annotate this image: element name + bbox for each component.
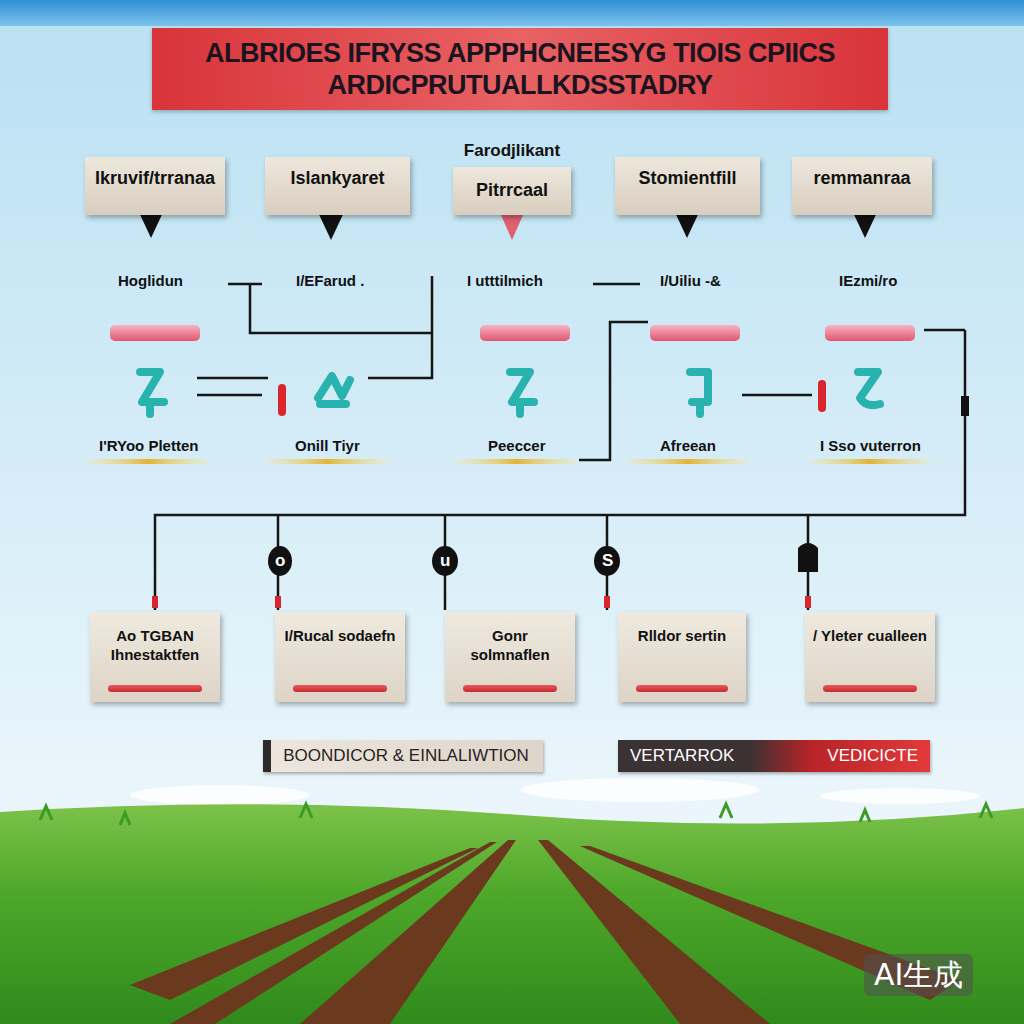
node-text: Ikruvif/trranaa [91,167,219,189]
top-strip [0,0,1024,26]
row-label: IEzmi/ro [839,272,897,290]
process-box: / Yleter cualleen [805,612,935,702]
red-capsules [278,380,826,416]
icon-label: I'RYoo Pletten [99,437,198,455]
process-box: Rlldor sertin [618,612,746,702]
node-text: Farodjlikant [464,141,560,161]
node-text: remmanraa [798,167,926,189]
teal-icons [140,372,880,414]
marker-letter: o [275,552,285,570]
marker-letter: u [440,552,450,570]
process-box: I/Rucal sodaefn [275,612,405,702]
row-label: I utttilmich [467,272,543,290]
note-box: FarodjlikantPitrrcaal [453,167,571,215]
node-text: Rlldor sertin [626,626,738,645]
node-text: Islankyaret [271,167,404,189]
node-text: VERTARROK [630,746,734,766]
footer-band: BOONDICOR & EINLALIWTION [263,740,543,772]
icon-label: Onill Tiyr [295,437,360,455]
grass-field [0,804,1024,1024]
note-box: remmanraa [792,157,932,215]
node-text: Ao TGBAN Ihnestaktfen [98,626,212,664]
node-text: Gonr solmnaflen [453,626,567,664]
icon-label: Afreean [660,437,716,455]
clouds [130,778,980,805]
row-label: I/EFarud . [296,272,364,290]
furrows [130,840,960,1024]
marker-letter: S [602,552,613,570]
row-label: I/Uiliu -& [660,272,721,290]
node-text: VEDICICTE [827,746,918,766]
wires [155,276,965,610]
gold-underlines [88,459,930,464]
red-ticks [152,596,811,608]
pink-tags [110,325,915,341]
note-box: Islankyaret [265,157,410,215]
node-text: / Yleter cualleen [813,626,927,645]
node-text: Pitrrcaal [459,179,565,201]
process-box: Ao TGBAN Ihnestaktfen [90,612,220,702]
icon-label: Peeccer [488,437,546,455]
footer-band: VERTARROK VEDICICTE [618,740,930,772]
node-text: BOONDICOR & EINLALIWTION [279,746,533,766]
grass-tufts [40,804,992,825]
bus-markers [268,396,969,576]
note-box: Ikruvif/trranaa [85,157,225,215]
row-label: Hoglidun [118,272,183,290]
icon-label: I Sso vuterron [820,437,921,455]
watermark: AI生成 [864,954,973,996]
title-banner: ALBRIOES IFRYSS APPPHCNEESYG TIOIS CPIIC… [152,28,888,110]
note-box: Stomientfill [615,157,760,215]
node-text: I/Rucal sodaefn [283,626,397,645]
node-text: Stomientfill [621,167,754,189]
process-box: Gonr solmnaflen [445,612,575,702]
